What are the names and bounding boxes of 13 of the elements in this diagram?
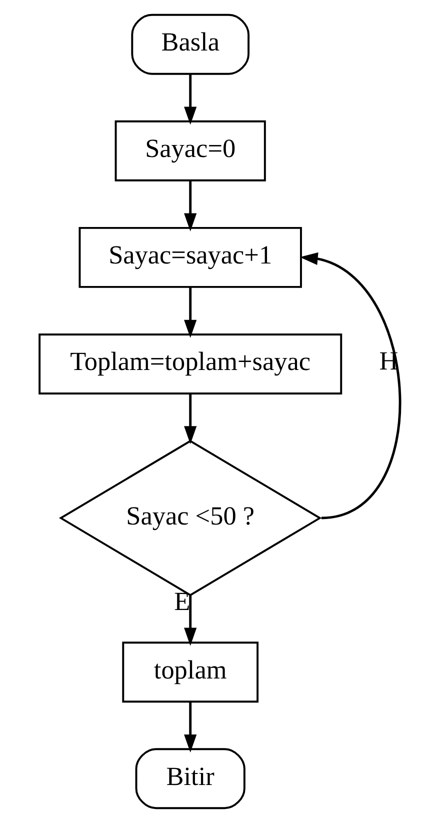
arrow	[184, 394, 196, 444]
arrow	[184, 74, 196, 125]
arrow	[184, 287, 196, 338]
node-box: toplam	[122, 642, 258, 703]
arrow	[184, 702, 196, 753]
node-box: Toplam=toplam+sayac	[38, 333, 342, 394]
node-box: Sayac=sayac+1	[78, 226, 302, 288]
node-box: Sayac=0	[114, 120, 266, 182]
arrow	[184, 180, 196, 232]
arrow	[299, 252, 401, 520]
arrow	[184, 595, 196, 646]
node-box: Basla	[130, 14, 249, 75]
node-box: Bitir	[134, 748, 245, 810]
